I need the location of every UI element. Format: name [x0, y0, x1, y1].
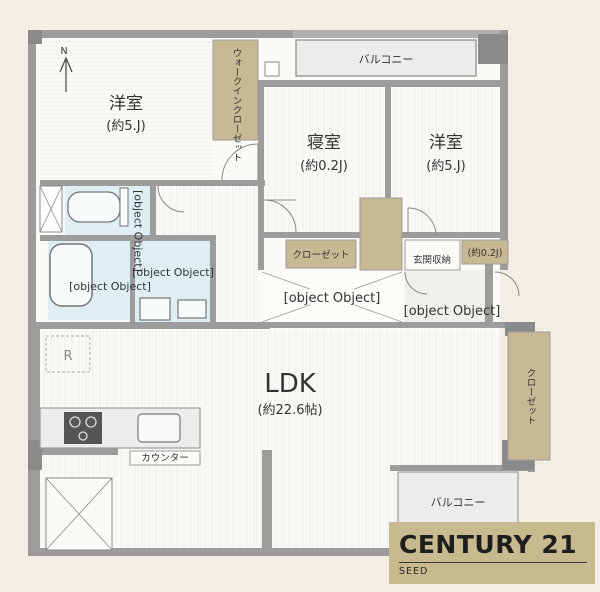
- bathtub-icon: [49, 243, 93, 307]
- vent-icon: [264, 61, 280, 77]
- toilet-label: [object Object]: [132, 190, 145, 272]
- ldk-name: LDK: [264, 369, 317, 399]
- stove-icon: [64, 412, 102, 444]
- atrium-label: [object Object]: [284, 291, 381, 306]
- small-closet-label: (約0.2J): [468, 247, 503, 259]
- entrance-floor: [405, 270, 485, 322]
- brand-name: CENTURY 21: [399, 530, 578, 559]
- bedroom-name: 寝室: [307, 132, 341, 153]
- balcony-bottom-label: バルコニー: [431, 496, 486, 509]
- refrigerator-space: [45, 335, 91, 373]
- ldk-closet-label: クローゼット: [525, 368, 537, 425]
- walk-in-closet: [212, 39, 259, 141]
- storage-column: [359, 197, 403, 271]
- western-room-1-name: 洋室: [109, 94, 143, 114]
- toilet-icon: [67, 191, 121, 223]
- compass-north-label: N: [60, 46, 67, 57]
- bedroom-closet: [285, 239, 357, 269]
- bedroom-size: (約0.2J): [300, 159, 348, 174]
- entrance-storage: [404, 239, 461, 271]
- brand-badge: CENTURY 21 SEED: [389, 522, 595, 584]
- washroom-label: [object Object]: [132, 266, 214, 279]
- refrigerator-label: R: [63, 349, 72, 364]
- entrance-label: [object Object]: [404, 304, 501, 319]
- toilet-tank-icon: [119, 187, 129, 227]
- brand-branch: SEED: [399, 566, 429, 577]
- kitchen-sink-icon: [137, 413, 181, 443]
- small-closet: [461, 239, 509, 265]
- entrance-storage-label: 玄関収納: [413, 254, 451, 266]
- counter-label: カウンター: [141, 453, 189, 464]
- sink-icon: [177, 299, 207, 319]
- walk-in-closet-label: ウォークインクローゼット: [231, 48, 243, 162]
- balcony-top: [295, 39, 477, 77]
- ldk-size: (約22.6帖): [257, 403, 322, 418]
- brand-divider: [399, 562, 587, 563]
- balcony-top-label: バルコニー: [359, 53, 414, 66]
- ldk-closet: [507, 331, 551, 461]
- bath-label: [object Object]: [69, 280, 151, 293]
- western-room-1-size: (約5.J): [106, 119, 145, 134]
- western-room-2-size: (約5.J): [426, 159, 465, 174]
- bedroom-closet-label: クローゼット: [292, 249, 349, 261]
- doors: [157, 143, 520, 297]
- compass-icon: N: [59, 46, 73, 92]
- counter-top: [129, 450, 201, 466]
- western-room-2-name: 洋室: [429, 133, 463, 153]
- washing-machine-icon: [139, 297, 171, 321]
